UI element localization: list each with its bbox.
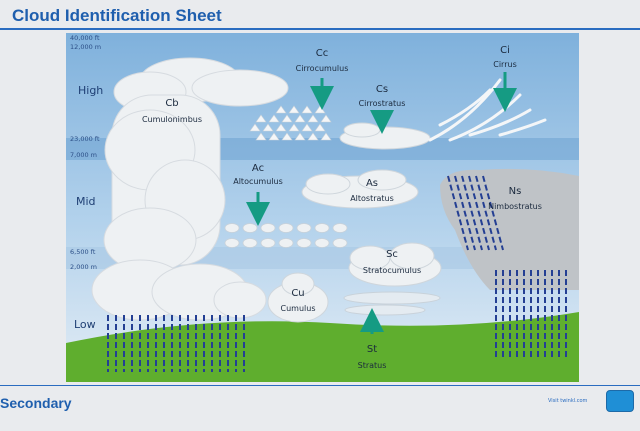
cirrocumulus-puff (294, 114, 306, 123)
cirrocumulus-puff (307, 114, 319, 123)
title-divider (0, 28, 640, 30)
altocumulus-cloud (224, 223, 348, 248)
altocumulus-puff (332, 223, 348, 233)
sheet-title: Cloud Identification Sheet (12, 6, 222, 25)
rain-streak (475, 175, 497, 251)
altocumulus-puff (260, 223, 276, 233)
rain-streak (461, 175, 483, 251)
cirrocumulus-puff (301, 105, 313, 114)
cs-name: Cirrostratus (359, 99, 406, 108)
st-name: Stratus (358, 361, 387, 370)
cirrocumulus-puff (281, 132, 293, 141)
cb-name: Cumulonimbus (142, 115, 202, 124)
altocumulus-puff (224, 238, 240, 248)
cirrocumulus-puff (320, 132, 332, 141)
st-abbr: St (367, 344, 377, 355)
altitude-top-m: 12,000 m (70, 43, 101, 51)
sc-name: Stratocumulus (363, 266, 421, 275)
cirrocumulus-puff (288, 105, 300, 114)
level-low-label: Low (74, 318, 96, 331)
footer-level-label: Secondary (0, 395, 72, 411)
altocumulus-puff (260, 238, 276, 248)
footer-link[interactable]: Visit twinkl.com (548, 398, 588, 404)
rain-streak (454, 175, 476, 251)
ns-name: Nimbostratus (488, 202, 542, 211)
cu-name: Cumulus (281, 304, 316, 313)
cumulus-cloud (267, 272, 329, 323)
cirrocumulus-puff (320, 114, 332, 123)
level-mid-label: Mid (76, 195, 96, 208)
cirrocumulus-puff (249, 123, 261, 132)
altitude-high-mid-ft: 23,000 ft (70, 135, 100, 143)
cirrocumulus-puff (268, 114, 280, 123)
sc-abbr: Sc (386, 249, 398, 260)
altocumulus-puff (332, 238, 348, 248)
cirrocumulus-puff (255, 132, 267, 141)
altocumulus-puff (242, 223, 258, 233)
altocumulus-puff (278, 238, 294, 248)
ci-name: Cirrus (493, 60, 516, 69)
cirrocumulus-puff (314, 123, 326, 132)
rain (107, 175, 567, 372)
ci-abbr: Ci (500, 45, 510, 56)
altocumulus-puff (224, 223, 240, 233)
rain-streak (482, 175, 504, 251)
altocumulus-puff (314, 238, 330, 248)
stratus-cloud (343, 291, 441, 316)
stratocumulus-cloud (348, 242, 442, 287)
ac-abbr: Ac (252, 163, 264, 174)
ground (66, 312, 579, 382)
cirrocumulus-puff (255, 114, 267, 123)
cirrocumulus-puff (268, 132, 280, 141)
ac-name: Altocumulus (233, 177, 283, 186)
cirrocumulus-puff (262, 123, 274, 132)
cirrocumulus-cloud (249, 105, 332, 141)
cirrocumulus-puff (288, 123, 300, 132)
altitude-top-ft: 40,000 ft (70, 34, 100, 42)
cb-abbr: Cb (165, 98, 178, 109)
cu-abbr: Cu (291, 288, 304, 299)
altostratus-cloud (301, 169, 419, 209)
altitude-mid-low-m: 2,000 m (70, 263, 97, 271)
as-abbr: As (366, 178, 378, 189)
cs-abbr: Cs (376, 84, 388, 95)
rain-streak (447, 175, 469, 251)
altitude-high-mid-m: 7,000 m (70, 151, 97, 159)
cirrocumulus-puff (307, 132, 319, 141)
altitude-mid-low-ft: 6,500 ft (70, 248, 96, 256)
cc-abbr: Cc (316, 48, 328, 59)
cumulonimbus-cloud (91, 57, 289, 321)
twinkl-logo (606, 390, 634, 412)
ns-abbr: Ns (509, 186, 522, 197)
cirrocumulus-puff (301, 123, 313, 132)
cc-name: Cirrocumulus (296, 64, 349, 73)
as-name: Altostratus (350, 194, 394, 203)
footer-divider (0, 385, 640, 386)
cirrocumulus-puff (275, 123, 287, 132)
cirrocumulus-puff (281, 114, 293, 123)
altocumulus-puff (314, 223, 330, 233)
altocumulus-puff (296, 223, 312, 233)
rain-streak (468, 175, 490, 251)
altocumulus-puff (296, 238, 312, 248)
altocumulus-puff (242, 238, 258, 248)
cirrocumulus-puff (294, 132, 306, 141)
altocumulus-puff (278, 223, 294, 233)
cirrocumulus-puff (275, 105, 287, 114)
cirrus-cloud (428, 78, 547, 142)
level-high-label: High (78, 84, 103, 97)
